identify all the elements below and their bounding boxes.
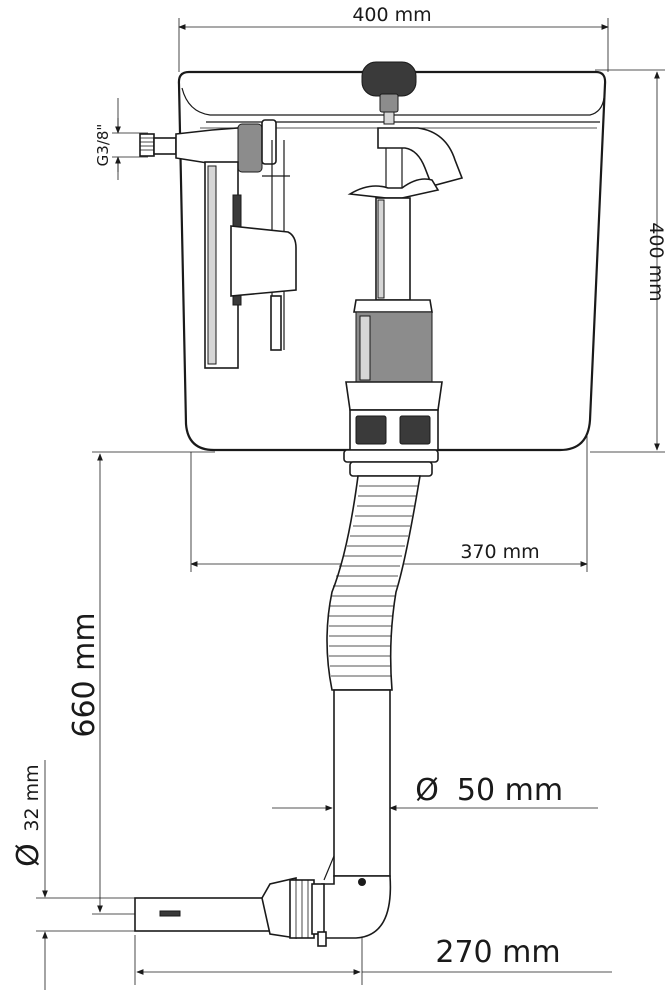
fill-valve bbox=[139, 119, 297, 369]
pipe-diameter-symbol: Ø bbox=[415, 773, 439, 808]
flush-valve bbox=[343, 197, 443, 477]
flush-pipe bbox=[321, 689, 392, 939]
dimension-pipe-diameter: Ø 50 mm bbox=[272, 773, 598, 811]
flexible-hose bbox=[326, 475, 421, 691]
dimension-tank-width: 400 mm bbox=[178, 4, 609, 72]
outlet-connector bbox=[134, 855, 335, 947]
dimension-inlet-diameter: Ø 32 mm bbox=[11, 760, 135, 990]
flush-button bbox=[361, 61, 417, 125]
pipe-diameter-label: 50 mm bbox=[457, 773, 563, 808]
hose-ribs bbox=[329, 485, 418, 677]
tank-depth-label: 370 mm bbox=[460, 541, 539, 563]
dimension-drop-height: 660 mm bbox=[67, 451, 215, 915]
dimension-tank-height: 400 mm bbox=[590, 69, 667, 453]
inlet-diameter-symbol: Ø bbox=[11, 843, 46, 867]
inlet-thread-label: G3/8" bbox=[94, 124, 112, 167]
outlet-length-label: 270 mm bbox=[435, 935, 560, 970]
dimension-inlet-thread: G3/8" bbox=[94, 98, 148, 180]
drop-height-label: 660 mm bbox=[67, 612, 102, 737]
inlet-diameter-label: 32 mm bbox=[21, 764, 43, 831]
tank-height-label: 400 mm bbox=[645, 222, 667, 301]
tank-width-label: 400 mm bbox=[352, 4, 431, 26]
button-linkage bbox=[347, 127, 464, 200]
dimension-outlet-length: 270 mm bbox=[134, 905, 612, 985]
